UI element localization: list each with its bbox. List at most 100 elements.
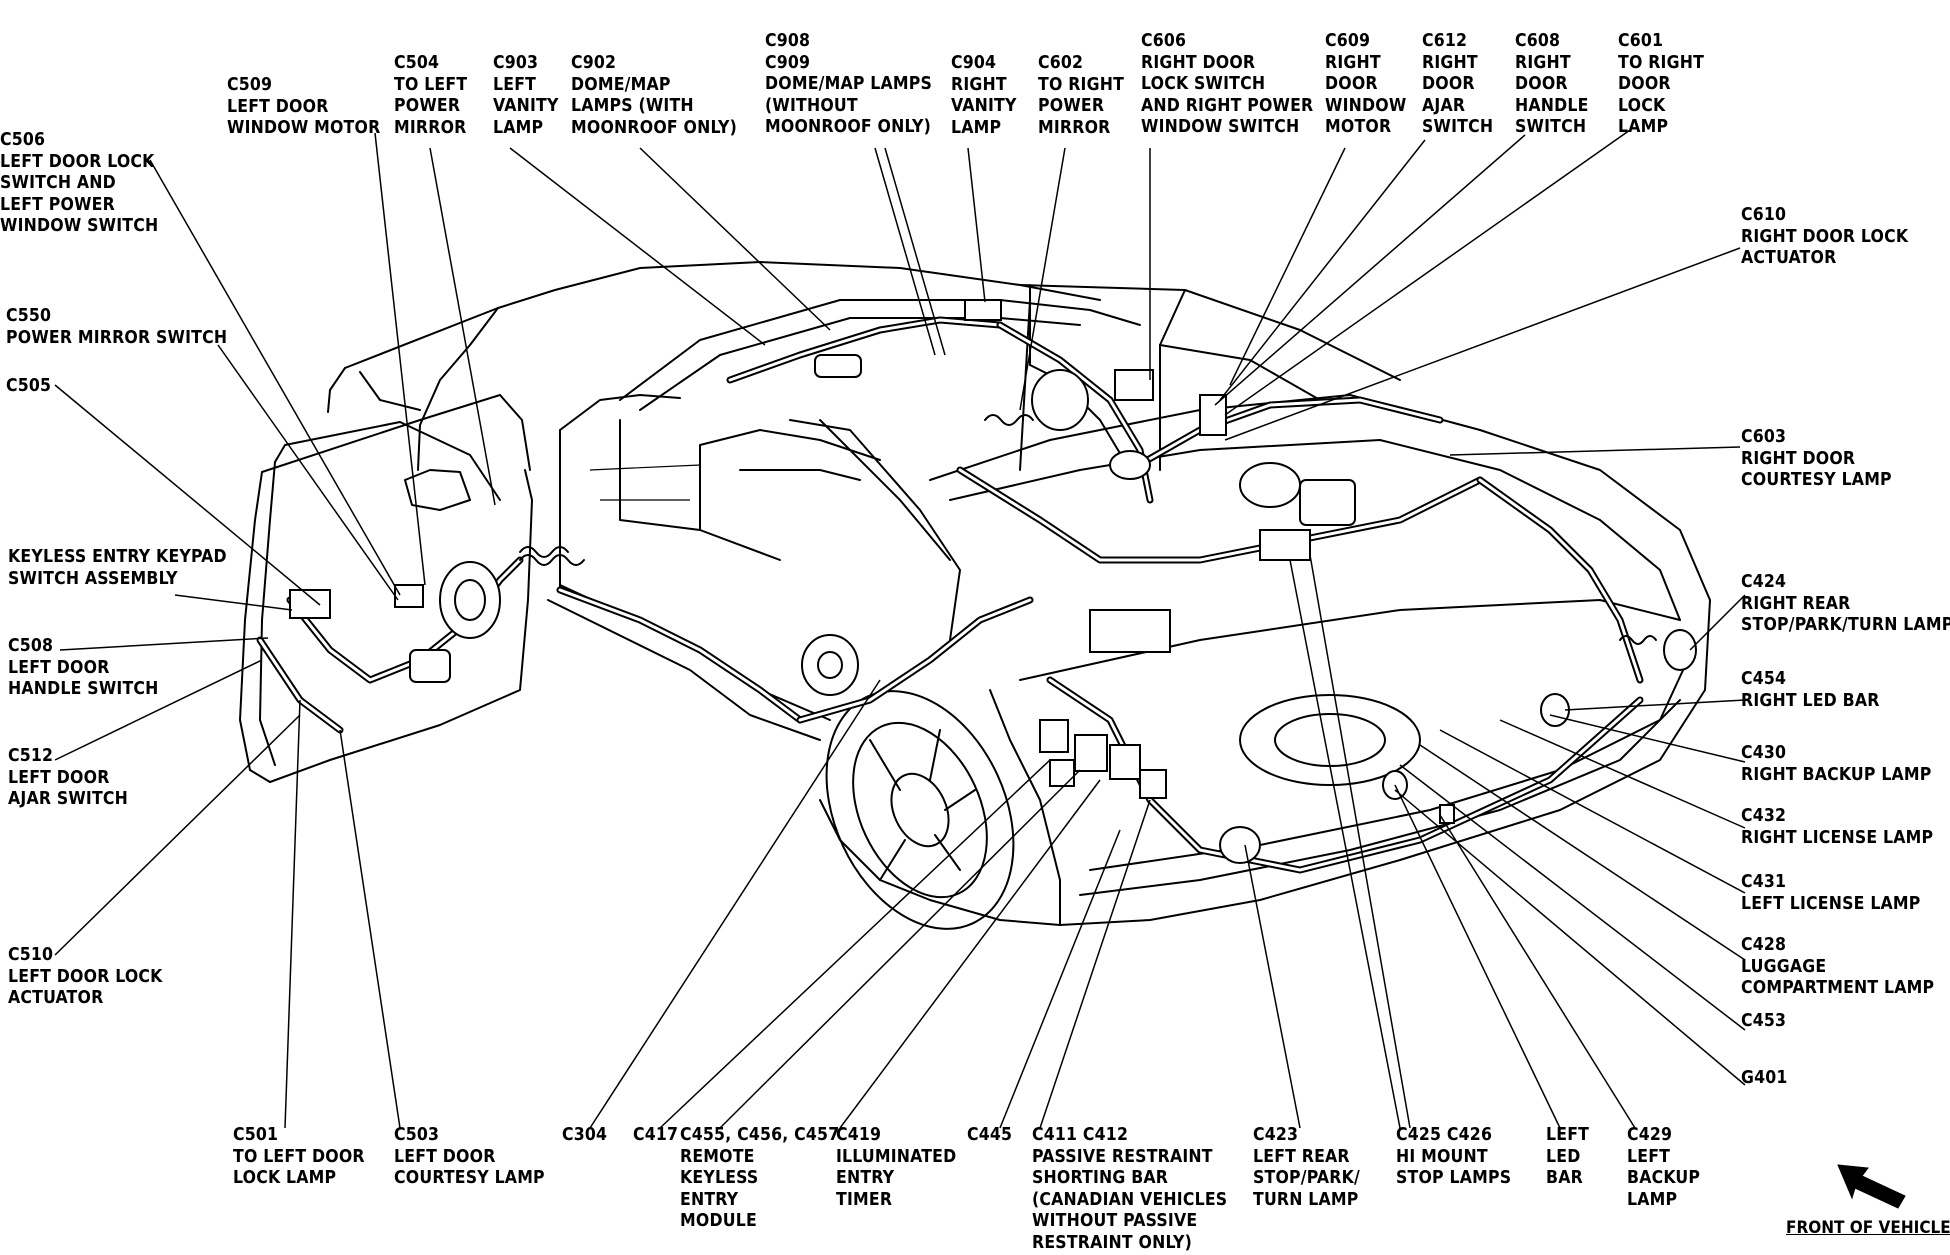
leader-c601 — [1224, 129, 1631, 416]
label-line: SWITCH AND — [0, 173, 116, 194]
label-line: RIGHT LICENSE LAMP — [1741, 827, 1934, 848]
label-line: LEFT DOOR — [394, 1146, 496, 1167]
label-line: LEFT — [1546, 1125, 1590, 1145]
label-line: C903 — [493, 53, 539, 73]
label-line: STOP LAMPS — [1396, 1168, 1512, 1189]
label-line: C503 — [394, 1125, 440, 1145]
leader-c445 — [999, 829, 1121, 1129]
leader-c510 — [54, 714, 301, 956]
label-line: TO LEFT — [394, 74, 468, 95]
label-line: LAMP — [1618, 117, 1669, 138]
label-line: DOME/MAP LAMPS — [765, 74, 933, 95]
label-line: SWITCH — [1422, 117, 1494, 138]
label-c505: C505 — [6, 376, 51, 398]
label-line: C431 — [1741, 872, 1787, 892]
label-line: LOCK LAMP — [233, 1168, 337, 1189]
leader-c432 — [1499, 719, 1746, 829]
leader-c431 — [1439, 729, 1746, 894]
label-line: C423 — [1253, 1125, 1299, 1145]
label-line: MOONROOF ONLY) — [571, 117, 737, 138]
label-line: C505 — [6, 376, 52, 396]
leader-c428 — [1419, 744, 1746, 961]
label-line: RIGHT BACKUP LAMP — [1741, 764, 1932, 785]
label-line: POWER — [394, 96, 461, 117]
leader-c609 — [1229, 147, 1346, 386]
label-line: TO RIGHT — [1038, 74, 1125, 95]
label-line: COMPARTMENT LAMP — [1741, 978, 1935, 999]
label-line: AJAR — [1422, 95, 1466, 116]
label-line: LEFT — [1627, 1146, 1671, 1167]
label-line: STOP/PARK/TURN LAMP — [1741, 615, 1950, 636]
label-line: TO LEFT DOOR — [233, 1146, 365, 1167]
label-line: C501 — [233, 1125, 279, 1145]
label-line: C445 — [967, 1125, 1013, 1145]
label-line: C902 — [571, 53, 617, 73]
label-line: WINDOW SWITCH — [0, 216, 159, 237]
label-line: C430 — [1741, 743, 1787, 763]
leader-c603 — [1449, 446, 1741, 456]
label-line: VANITY — [951, 96, 1017, 117]
label-line: RIGHT LED BAR — [1741, 690, 1880, 711]
label-line: LEFT DOOR LOCK — [8, 966, 163, 987]
label-line: LUGGAGE — [1741, 956, 1827, 977]
label-line: (WITHOUT — [765, 95, 858, 116]
label-line: C429 — [1627, 1125, 1673, 1145]
label-line: C508 — [8, 636, 54, 656]
label-line: C512 — [8, 746, 54, 766]
label-line: (CANADIAN VEHICLES — [1032, 1189, 1228, 1210]
label-line: C612 — [1422, 31, 1468, 51]
label-line: PASSIVE RESTRAINT — [1032, 1146, 1213, 1167]
label-line: C610 — [1741, 205, 1787, 225]
front-of-vehicle-caption: FRONT OF VEHICLE — [1786, 1218, 1950, 1238]
label-line: DOOR — [1515, 74, 1568, 95]
label-c417: C417 — [633, 1125, 678, 1147]
label-line: C419 — [836, 1125, 882, 1145]
leader-c424 — [1689, 594, 1746, 651]
label-line: C904 — [951, 53, 997, 73]
leader-c903 — [509, 147, 766, 346]
leader-c304 — [589, 679, 881, 1129]
label-c453: C453 — [1741, 1011, 1786, 1033]
leader-c426 — [1309, 554, 1411, 1129]
label-line: C603 — [1741, 427, 1787, 447]
label-line: LEFT DOOR — [8, 767, 110, 788]
label-line: LAMP — [1627, 1189, 1678, 1210]
label-line: DOOR — [1325, 74, 1378, 95]
label-line: C304 — [562, 1125, 608, 1145]
label-line: AND RIGHT POWER — [1141, 95, 1314, 116]
label-line: C602 — [1038, 53, 1084, 73]
label-line: BAR — [1546, 1168, 1583, 1189]
label-line: RIGHT — [951, 74, 1007, 95]
label-line: STOP/PARK/ — [1253, 1168, 1360, 1189]
label-line: RIGHT DOOR LOCK — [1741, 226, 1909, 247]
label-line: C432 — [1741, 806, 1787, 826]
label-line: LAMP — [951, 117, 1002, 138]
label-line: C550 — [6, 306, 52, 326]
label-line: POWER MIRROR SWITCH — [6, 327, 228, 348]
label-line: C504 — [394, 53, 440, 73]
label-line: MOONROOF ONLY) — [765, 117, 931, 138]
label-line: LEFT DOOR — [227, 96, 329, 117]
leader-g401 — [1394, 789, 1746, 1086]
label-line: LAMPS (WITH — [571, 96, 694, 117]
